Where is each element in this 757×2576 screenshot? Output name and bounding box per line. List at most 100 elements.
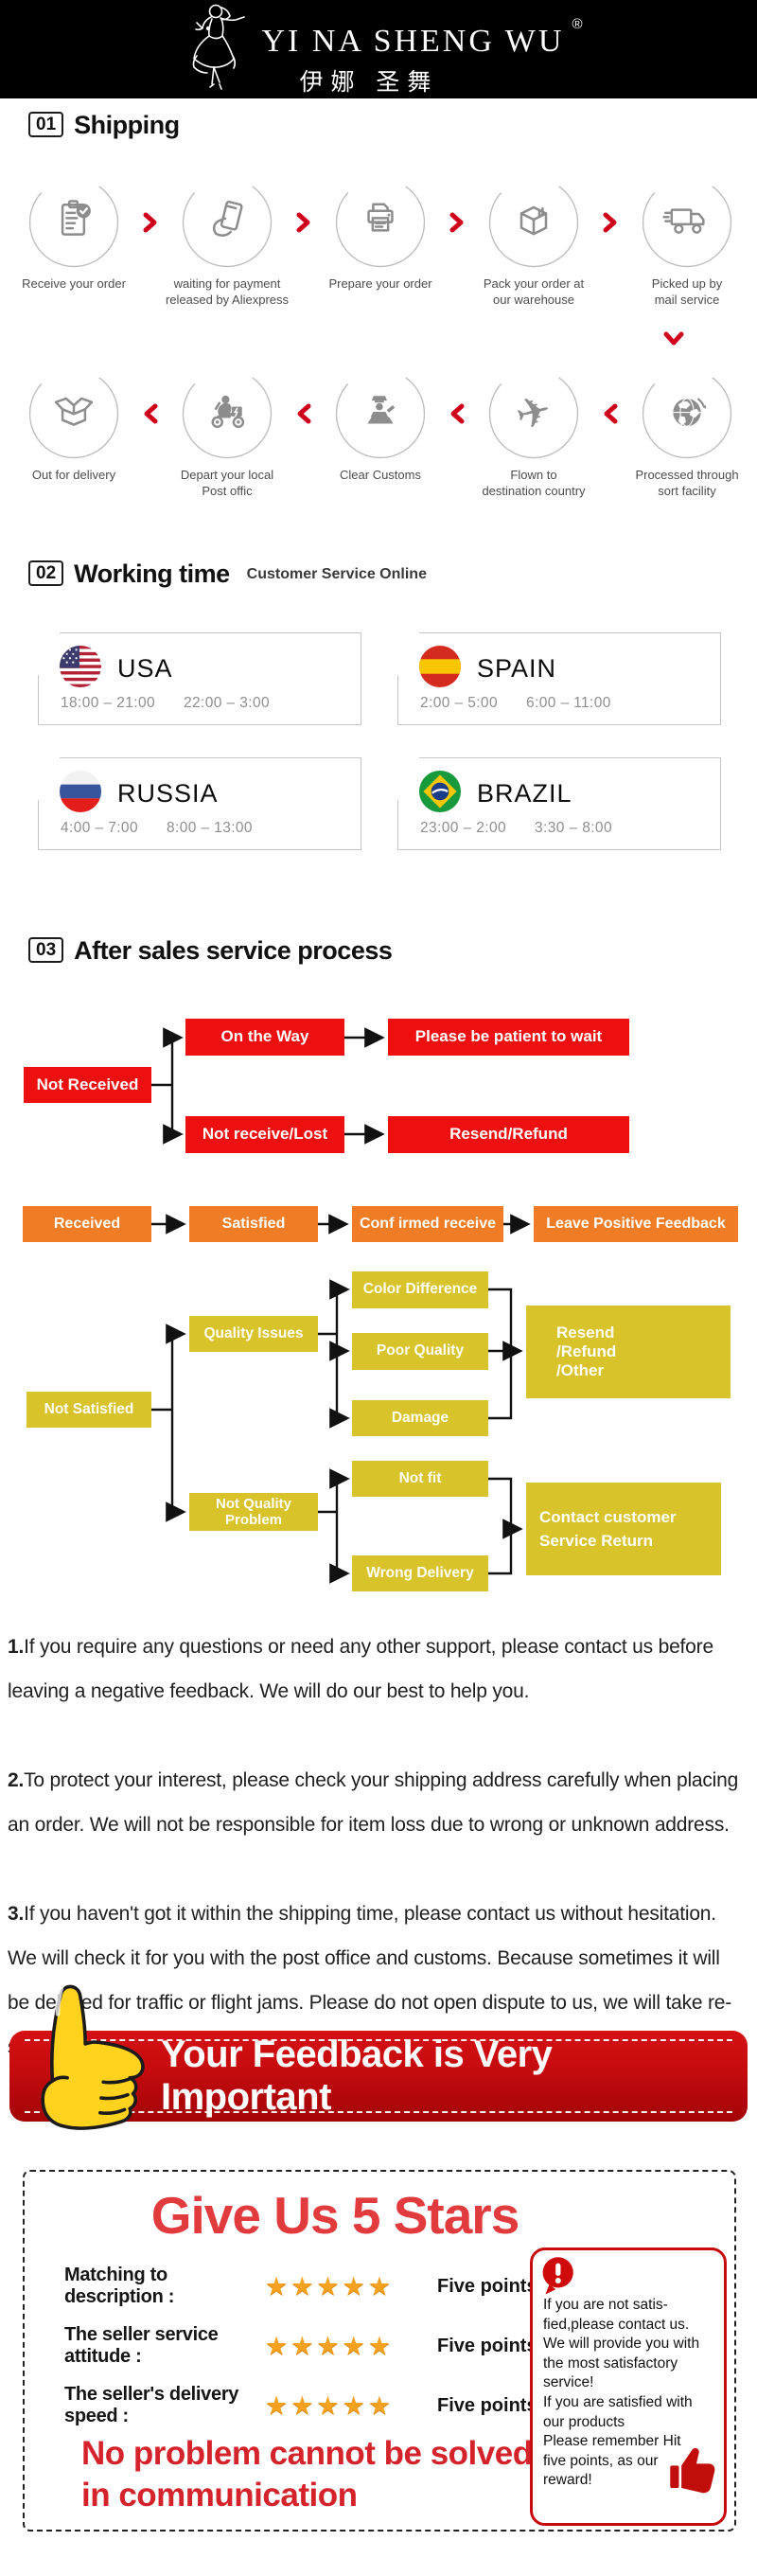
spain-flag [419, 646, 461, 692]
courier-scooter-icon [202, 387, 252, 441]
flow-on-the-way: On the Way [185, 1019, 344, 1056]
airplane-icon: ✈ [510, 385, 556, 441]
delivery-truck-icon [662, 196, 712, 250]
ship-step-waiting-payment: waiting for payment released by Aliexpre… [150, 177, 304, 309]
ship-step-label: Receive your order [22, 276, 126, 291]
flow-poor-quality: Poor Quality [352, 1333, 488, 1370]
flow-contact-customer-return: Contact customer Service Return [526, 1483, 721, 1575]
satisfaction-panel: If you are not satis- fied,please contac… [530, 2247, 727, 2526]
flow-not-received: Not Received [24, 1067, 151, 1103]
flow-confirmed-receive: Conf irmed receive [352, 1206, 503, 1242]
rating-row-description: Matching to description : ★★★★★ Five poi… [64, 2265, 537, 2307]
arrow-right-icon [294, 211, 313, 234]
ship-step-out-for-delivery: Out for delivery [0, 368, 150, 484]
rating-points: Five points [437, 2394, 537, 2416]
ship-step-label: Out for delivery [31, 468, 116, 482]
dancer-logo-icon [174, 1, 255, 97]
feedback-banner: Your Feedback is Very Important [9, 2031, 748, 2122]
arrow-left-icon [448, 402, 467, 425]
flow-resend-refund: Resend/Refund [388, 1116, 629, 1153]
ship-step-receive-order: Receive your order [0, 177, 150, 293]
satisfaction-panel-text: If you are not satis- fied,please contac… [543, 2297, 700, 2489]
flow-resend-refund-other: Resend /Refund /Other [526, 1306, 731, 1398]
section-working-time-heading: 02 Working time Customer Service Online [28, 560, 427, 589]
ship-step-pack-order: Pack your order at our warehouse [457, 177, 610, 309]
notes-block: 1.If you require any questions or need a… [8, 1625, 749, 2114]
arrow-right-icon [448, 211, 467, 234]
rating-label: Matching to description : [64, 2265, 175, 2307]
country-name: BRAZIL [477, 779, 572, 808]
package-box-icon [509, 196, 558, 250]
flow-please-wait: Please be patient to wait [388, 1019, 629, 1056]
ship-step-sort-facility: Processed through sort facility [610, 368, 757, 500]
section-title: After sales service process [74, 936, 393, 966]
ship-step-label: Depart your local Post offic [180, 468, 274, 498]
rating-row-delivery: The seller's delivery speed : ★★★★★ Five… [64, 2384, 537, 2426]
section-number: 03 [28, 937, 64, 963]
brand-name-chinese: 伊娜 圣舞 [299, 69, 439, 96]
section-after-sales-heading: 03 After sales service process [28, 936, 393, 966]
section-shipping-heading: 01 Shipping [28, 112, 180, 140]
russia-flag [60, 771, 101, 817]
arrow-left-icon [294, 402, 313, 425]
ship-step-label: Processed through sort facility [635, 468, 739, 498]
communication-slogan: No problem cannot be solved in communica… [81, 2435, 533, 2514]
payment-card-icon [202, 196, 252, 250]
section-subtitle: Customer Service Online [246, 566, 427, 582]
note-1: 1.If you require any questions or need a… [8, 1636, 713, 1702]
arrow-left-icon [601, 402, 620, 425]
ship-step-picked-up: Picked up by mail service [610, 177, 757, 309]
ship-step-label: Clear Customs [340, 468, 421, 482]
brand-name: YI NA SHENG WU [261, 24, 565, 59]
section-title: Working time [74, 560, 230, 589]
rating-row-service: The seller service attitude : ★★★★★ Five… [64, 2324, 537, 2367]
thumbs-up-icon [26, 1974, 159, 2138]
ship-step-label: Pack your order at our warehouse [483, 276, 585, 307]
flow-damage: Damage [352, 1400, 488, 1436]
rating-points: Five points [437, 2275, 537, 2297]
customs-officer-icon [356, 387, 405, 441]
five-star-rating-icon: ★★★★★ [265, 2390, 395, 2421]
order-clipboard-icon [49, 196, 98, 250]
printer-icon [356, 196, 405, 250]
ship-step-label: Picked up by mail service [651, 276, 723, 307]
open-box-icon [49, 387, 98, 441]
rating-points: Five points [437, 2335, 537, 2356]
flow-not-receive-lost: Not receive/Lost [185, 1116, 344, 1153]
exclamation-bubble-icon [540, 2255, 580, 2303]
note-3: 3.If you haven't got it within the shipp… [8, 1903, 732, 2058]
five-star-rating-icon: ★★★★★ [265, 2271, 395, 2301]
ship-step-label: Prepare your order [328, 276, 432, 291]
flow-wrong-delivery: Wrong Delivery [352, 1555, 488, 1591]
country-name: SPAIN [477, 654, 557, 683]
ship-step-depart-post-office: Depart your local Post offic [150, 368, 304, 500]
flow-not-quality-problem: Not Quality Problem [189, 1493, 318, 1531]
registered-mark: ® [572, 16, 583, 32]
flow-not-fit: Not fit [352, 1461, 488, 1497]
arrow-left-icon [141, 402, 160, 425]
arrow-right-icon [141, 211, 160, 234]
country-name: USA [117, 654, 173, 683]
flow-not-satisfied: Not Satisfied [26, 1392, 151, 1428]
flow-color-difference: Color Difference [352, 1271, 488, 1308]
flow-satisfied: Satisfied [189, 1206, 318, 1242]
brand-header: YI NA SHENG WU ® 伊娜 圣舞 [0, 0, 757, 98]
section-title: Shipping [74, 111, 180, 140]
red-thumbs-up-icon [665, 2435, 720, 2498]
rating-label: The seller's delivery speed : [64, 2384, 239, 2426]
flow-leave-positive-feedback: Leave Positive Feedback [534, 1206, 738, 1242]
ship-step-clear-customs: Clear Customs [304, 368, 457, 484]
globe-icon [662, 387, 712, 441]
section-number: 01 [28, 112, 64, 137]
five-stars-title: Give Us 5 Stars [150, 2186, 520, 2245]
brazil-flag [419, 771, 461, 817]
flow-quality-issues: Quality Issues [189, 1316, 318, 1352]
usa-flag [60, 646, 101, 692]
flow-received: Received [23, 1206, 151, 1242]
